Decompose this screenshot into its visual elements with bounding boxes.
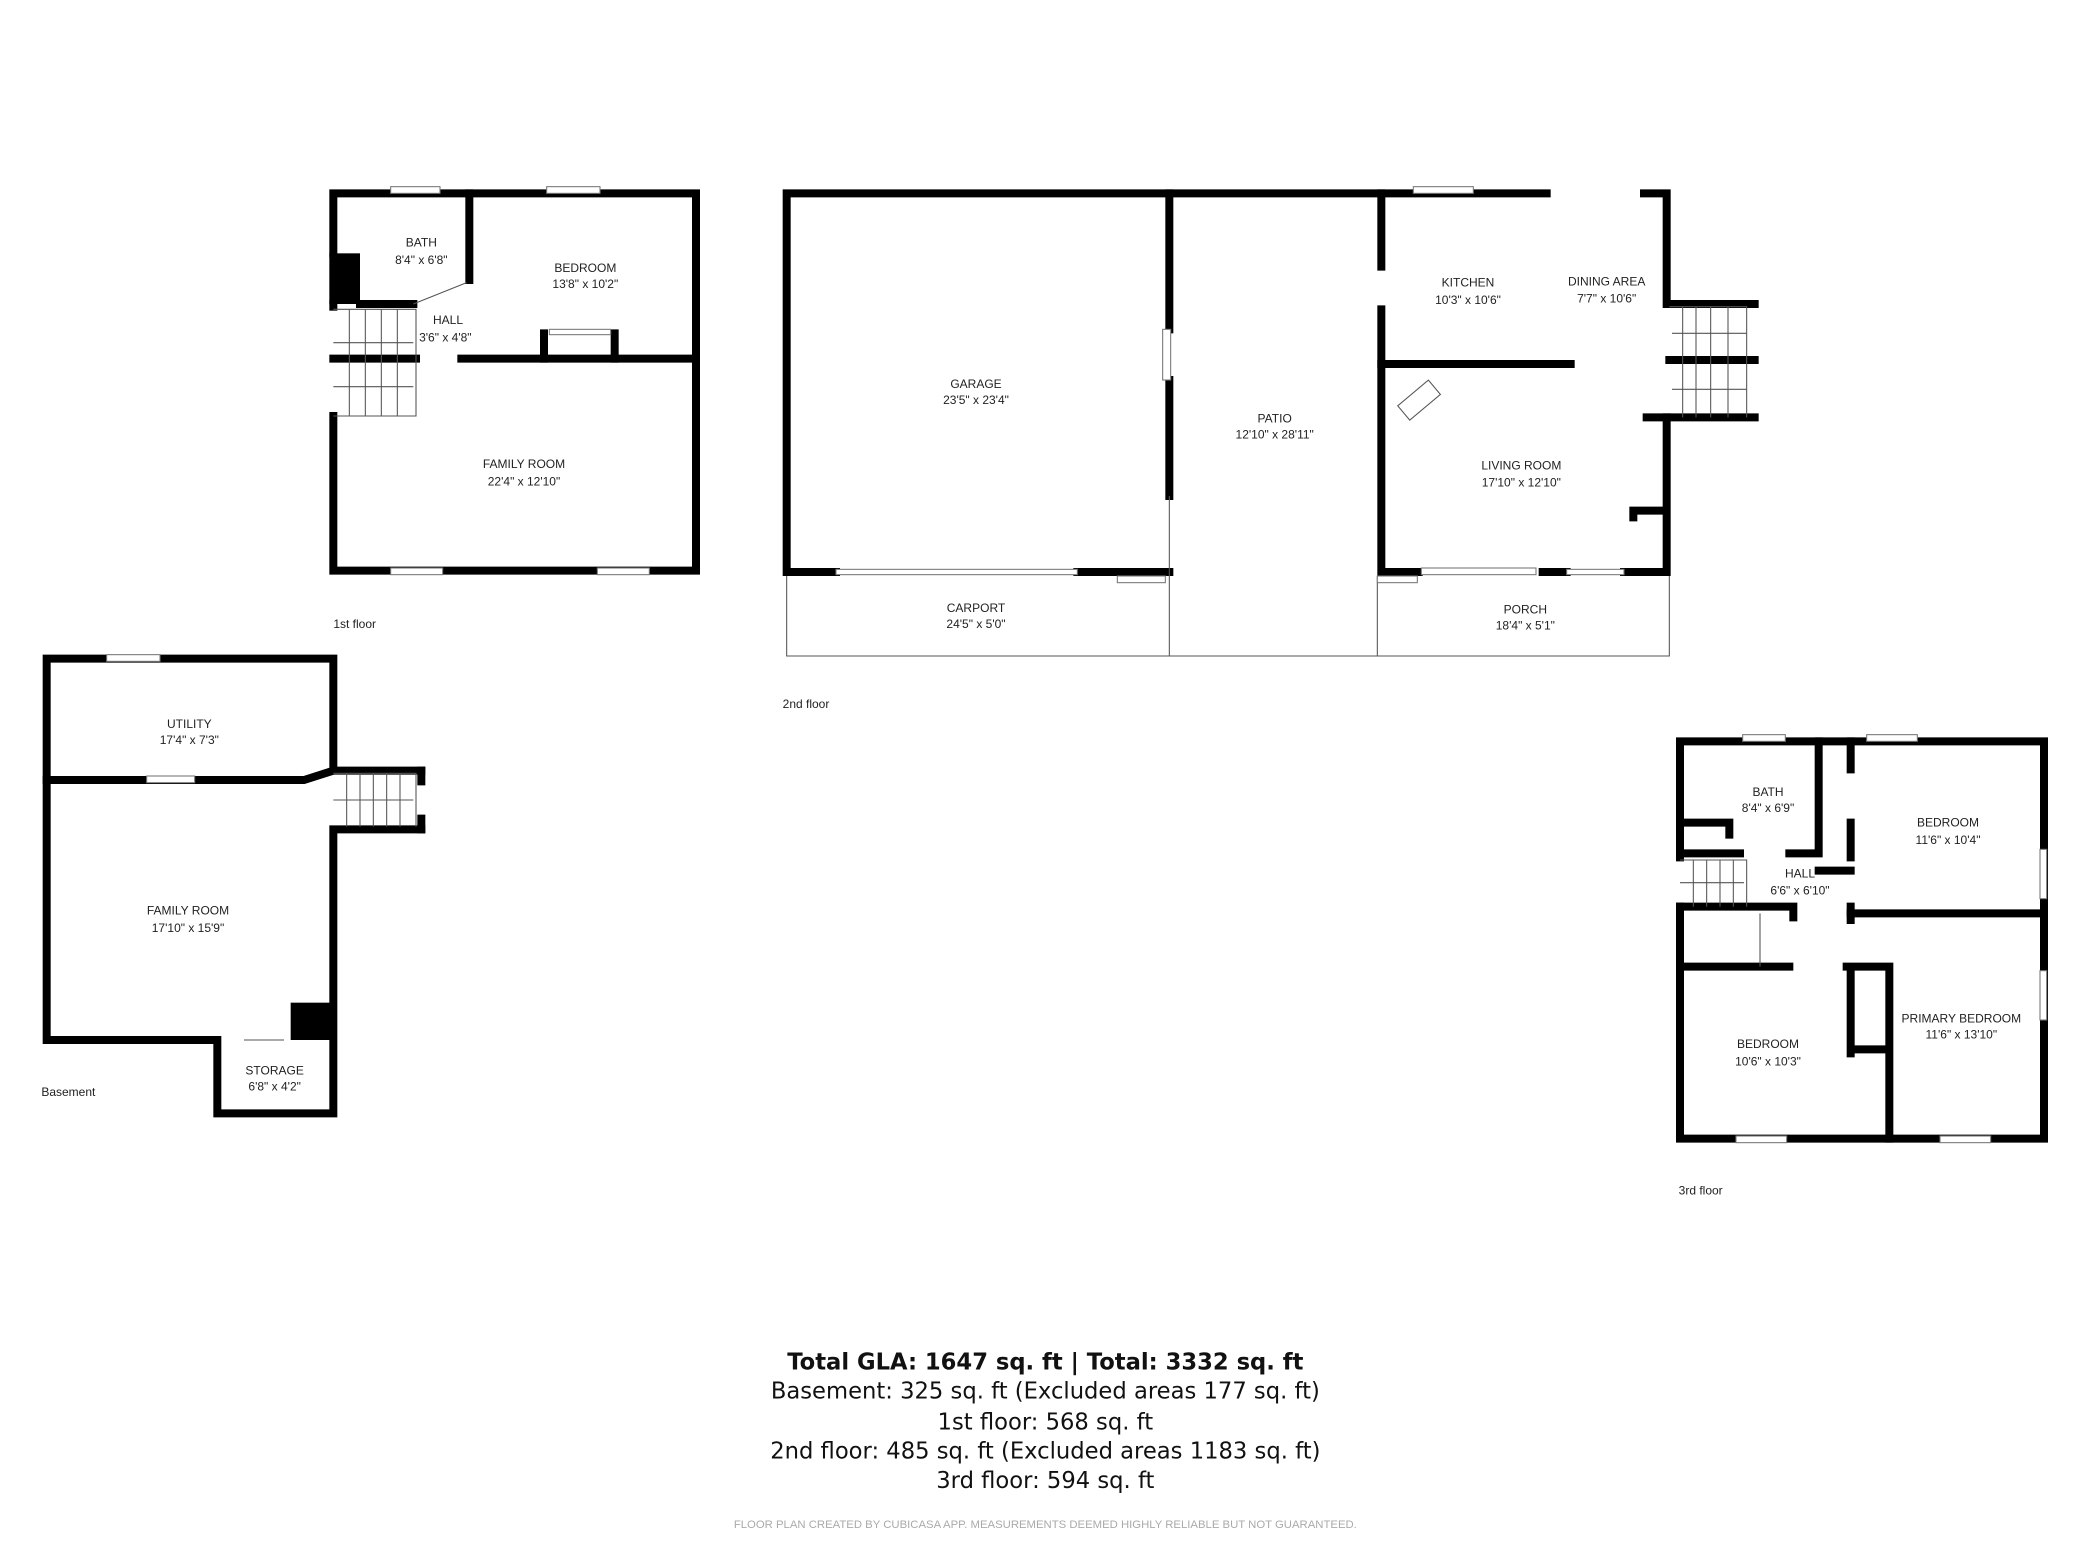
sofa-icon <box>1396 379 1442 421</box>
room-name: HALL <box>433 313 463 327</box>
room-name: BATH <box>406 236 437 250</box>
room-name: FAMILY ROOM <box>147 904 229 918</box>
room-name: CARPORT <box>947 601 1006 615</box>
disclaimer: FLOOR PLAN CREATED BY CUBICASA APP. MEAS… <box>734 1519 1357 1531</box>
room-dims: 17'10" x 15'9" <box>152 921 225 935</box>
room-name: PATIO <box>1258 412 1292 426</box>
room-name: PORCH <box>1504 602 1547 616</box>
room-dims: 6'6" x 6'10" <box>1770 884 1829 898</box>
floor-label: 1st floor <box>333 617 376 631</box>
room-name: UTILITY <box>167 717 212 731</box>
summary-third-floor: 3rd floor: 594 sq. ft <box>936 1468 1154 1494</box>
room-dims: 11'6" x 10'4" <box>1916 833 1981 847</box>
floor-label: 3rd floor <box>1679 1184 1723 1198</box>
room-name: STORAGE <box>245 1064 303 1078</box>
second-floor-plan <box>782 186 1759 657</box>
basement-plan <box>42 654 426 1118</box>
summary-total: Total GLA: 1647 sq. ft | Total: 3332 sq.… <box>787 1349 1303 1375</box>
floor-label: Basement <box>41 1085 96 1099</box>
first-floor-plan <box>329 186 700 576</box>
room-dims: 8'4" x 6'8" <box>395 253 447 267</box>
room-dims: 11'6" x 13'10" <box>1926 1028 1998 1042</box>
room-name: KITCHEN <box>1442 276 1495 290</box>
room-name: LIVING ROOM <box>1481 458 1561 472</box>
room-dims: 10'6" x 10'3" <box>1735 1054 1801 1068</box>
room-name: BEDROOM <box>1917 816 1979 830</box>
room-dims: 17'10" x 12'10" <box>1482 476 1561 490</box>
stairs <box>333 308 417 417</box>
room-dims: 12'10" x 28'11" <box>1236 428 1314 442</box>
room-name: BEDROOM <box>554 261 616 275</box>
summary-basement: Basement: 325 sq. ft (Excluded areas 177… <box>771 1379 1320 1405</box>
room-dims: 24'5" x 5'0" <box>946 617 1005 631</box>
room-dims: 13'8" x 10'2" <box>552 277 618 291</box>
room-name: HALL <box>1785 866 1815 880</box>
room-dims: 3'6" x 4'8" <box>419 330 471 344</box>
summary-second-floor: 2nd floor: 485 sq. ft (Excluded areas 11… <box>770 1439 1320 1465</box>
room-name: PRIMARY BEDROOM <box>1902 1012 2022 1026</box>
floor-label: 2nd floor <box>783 697 830 711</box>
room-name: GARAGE <box>950 377 1001 391</box>
room-dims: 23'5" x 23'4" <box>943 393 1009 407</box>
room-name: FAMILY ROOM <box>483 457 565 471</box>
room-name: BATH <box>1752 785 1783 799</box>
room-dims: 6'8" x 4'2" <box>248 1080 300 1094</box>
room-dims: 10'3" x 10'6" <box>1435 293 1501 307</box>
room-name: DINING AREA <box>1568 274 1645 288</box>
room-dims: 17'4" x 7'3" <box>160 733 219 747</box>
third-floor-plan <box>1676 734 2048 1144</box>
room-dims: 7'7" x 10'6" <box>1577 292 1636 306</box>
room-dims: 18'4" x 5'1" <box>1496 618 1555 632</box>
room-dims: 8'4" x 6'9" <box>1742 801 1794 815</box>
area-summary: Total GLA: 1647 sq. ft | Total: 3332 sq.… <box>734 1349 1357 1531</box>
room-name: BEDROOM <box>1737 1037 1799 1051</box>
summary-first-floor: 1st floor: 568 sq. ft <box>938 1409 1154 1435</box>
room-dims: 22'4" x 12'10" <box>488 474 561 488</box>
